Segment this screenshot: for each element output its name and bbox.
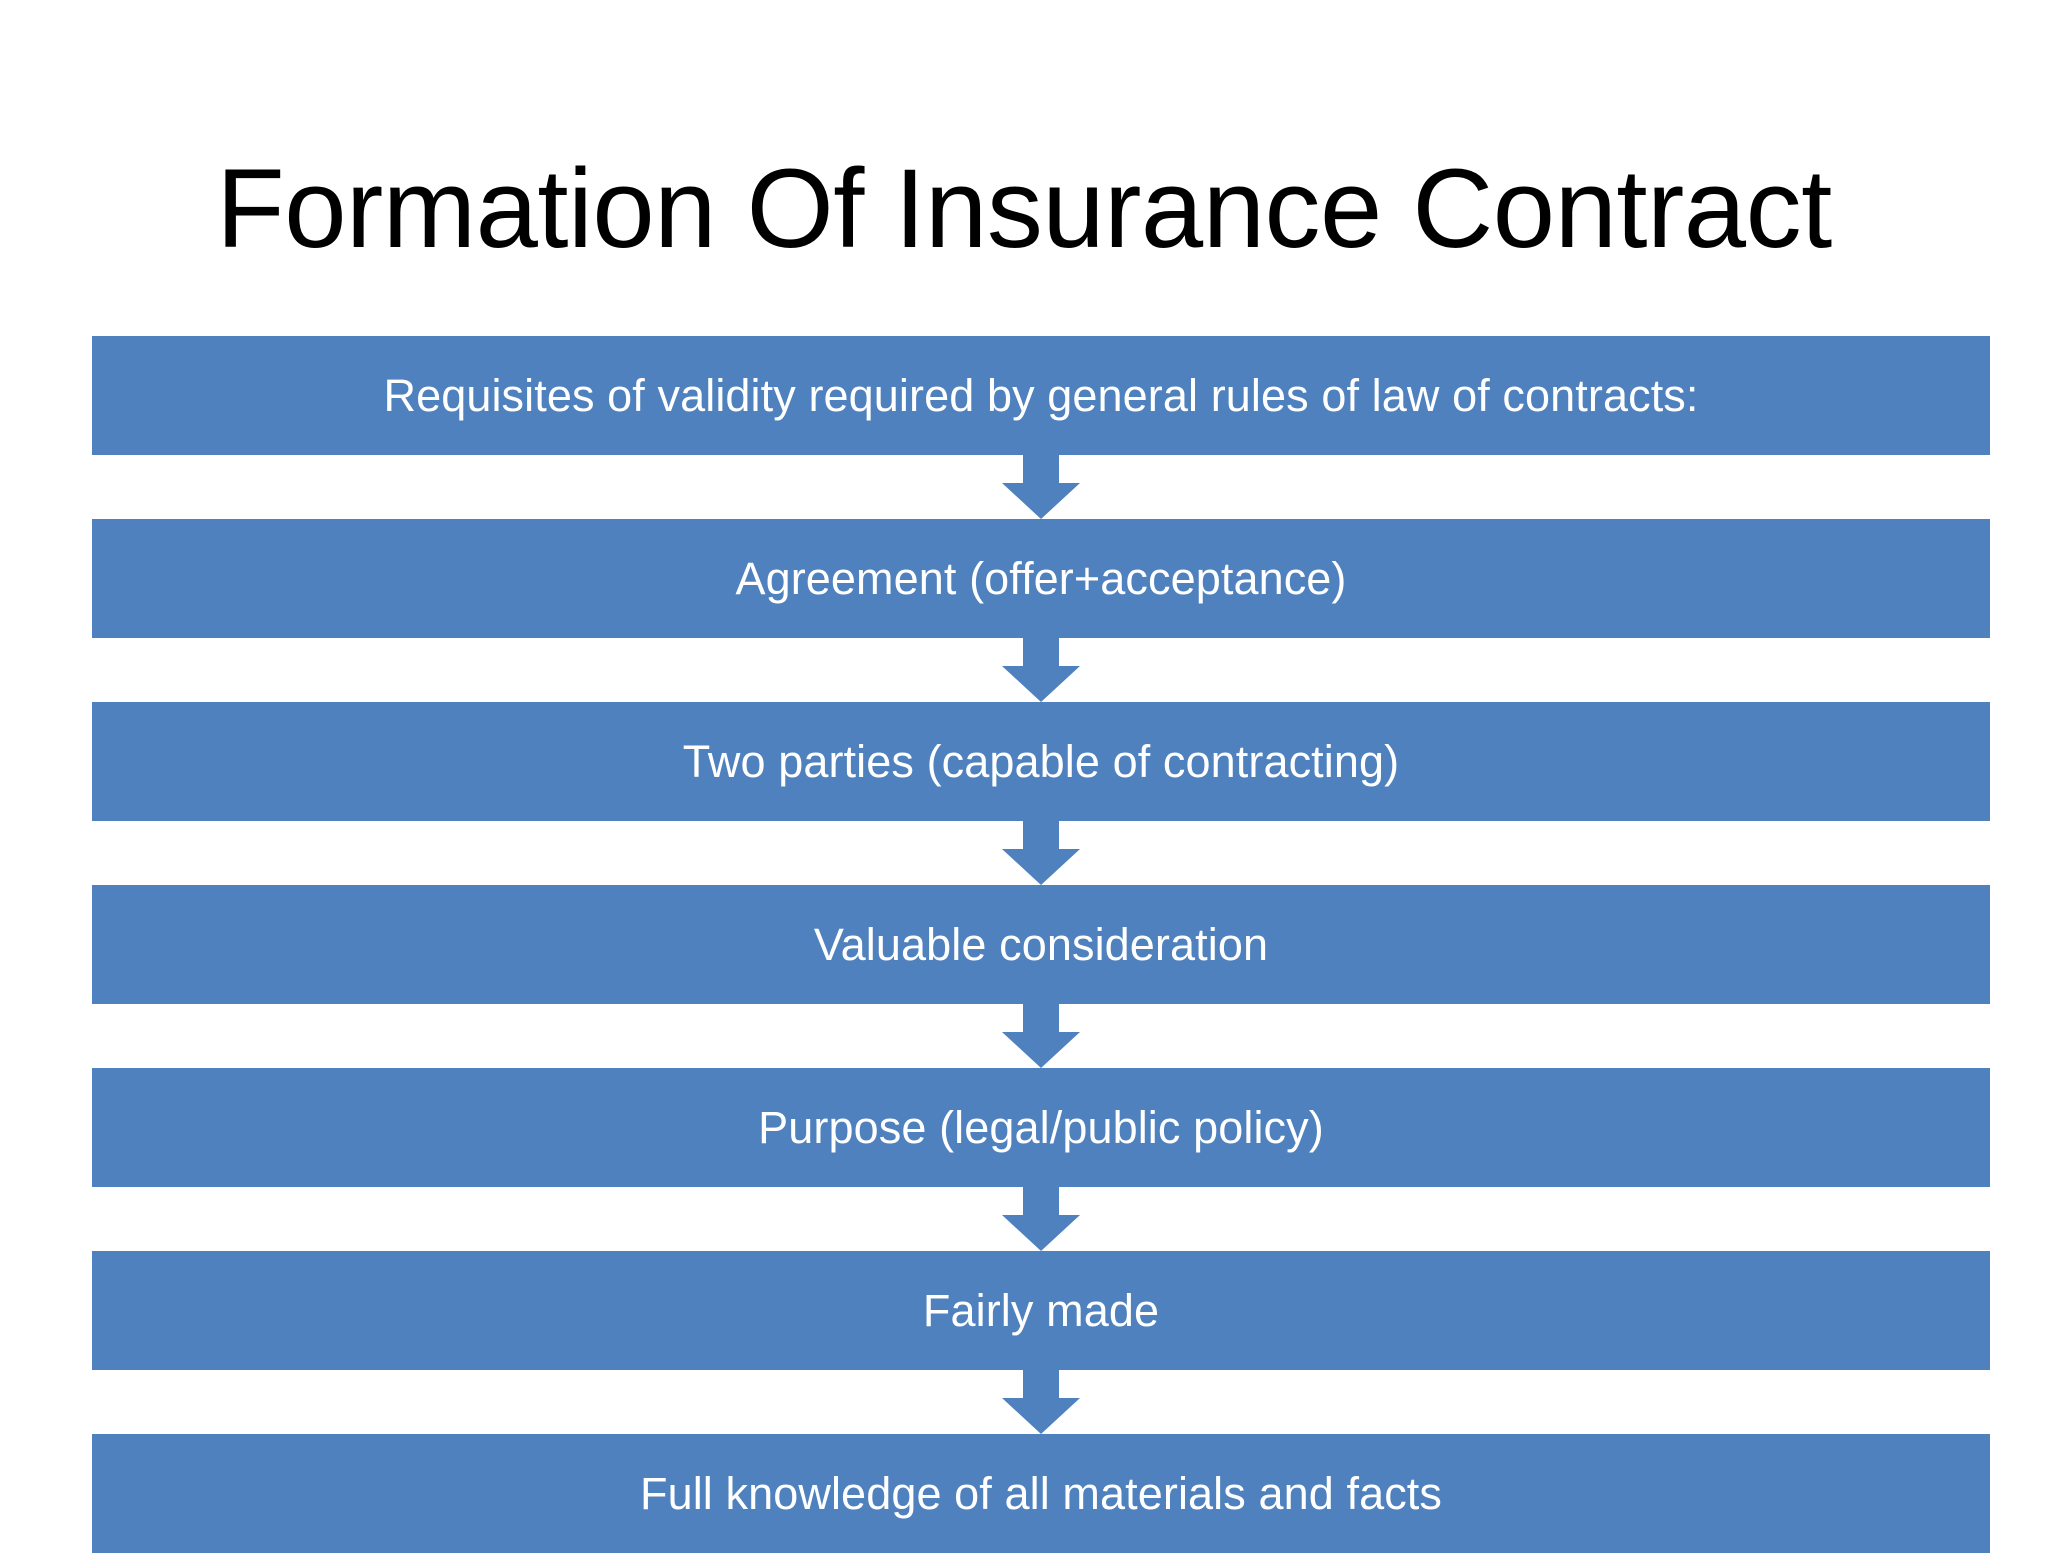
flow-step-5[interactable]: Purpose (legal/public policy) <box>92 1068 1990 1187</box>
flow-step-2[interactable]: Agreement (offer+acceptance) <box>92 519 1990 638</box>
arrow-down-icon <box>1002 1370 1080 1434</box>
flow-connector-1 <box>92 455 1990 519</box>
flow-connector-2 <box>92 638 1990 702</box>
page-title: Formation Of Insurance Contract <box>216 146 1832 271</box>
arrow-down-icon <box>1002 821 1080 885</box>
arrow-down-icon <box>1002 638 1080 702</box>
flow-connector-6 <box>92 1370 1990 1434</box>
arrow-down-icon <box>1002 1004 1080 1068</box>
flow-step-4[interactable]: Valuable consideration <box>92 885 1990 1004</box>
flow-step-3[interactable]: Two parties (capable of contracting) <box>92 702 1990 821</box>
arrow-down-icon <box>1002 1187 1080 1251</box>
flow-step-label: Requisites of validity required by gener… <box>383 369 1699 421</box>
flowchart: Requisites of validity required by gener… <box>92 336 1990 1553</box>
flow-step-6[interactable]: Fairly made <box>92 1251 1990 1370</box>
flow-step-label: Valuable consideration <box>813 918 1269 970</box>
flow-connector-3 <box>92 821 1990 885</box>
flow-step-7[interactable]: Full knowledge of all materials and fact… <box>92 1434 1990 1553</box>
flow-connector-4 <box>92 1004 1990 1068</box>
flow-step-label: Two parties (capable of contracting) <box>682 735 1400 787</box>
flow-step-label: Full knowledge of all materials and fact… <box>640 1467 1442 1519</box>
flow-connector-5 <box>92 1187 1990 1251</box>
flow-step-1[interactable]: Requisites of validity required by gener… <box>92 336 1990 455</box>
flow-step-label: Agreement (offer+acceptance) <box>735 552 1347 604</box>
arrow-down-icon <box>1002 455 1080 519</box>
flow-step-label: Fairly made <box>922 1284 1160 1336</box>
flow-step-label: Purpose (legal/public policy) <box>758 1101 1324 1153</box>
